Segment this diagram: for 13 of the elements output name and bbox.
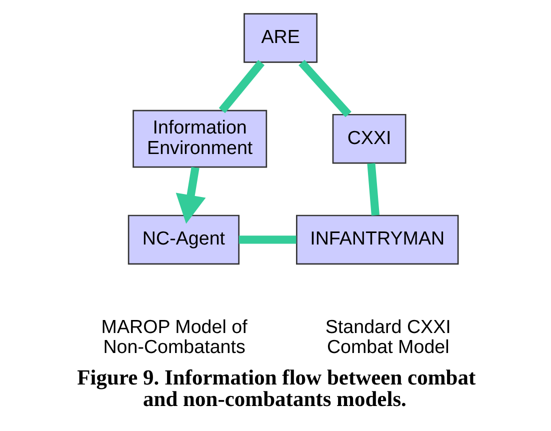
node-box: CXXI [332,114,406,164]
connector [298,60,352,118]
connector [238,236,296,244]
caption: Figure 9. Information flow between combat and non-combatants models. [77,366,476,412]
label: MAROP Model of Non-Combatants [101,316,248,357]
node-box: ARE [244,13,318,63]
node-box: INFANTRYMAN [296,214,459,265]
node-box: NC-Agent [128,214,240,265]
connector [367,163,380,216]
arrow [176,166,206,224]
label: Standard CXXI Combat Model [325,316,451,357]
connector [218,60,265,114]
node-box: Information Environment [132,110,268,168]
